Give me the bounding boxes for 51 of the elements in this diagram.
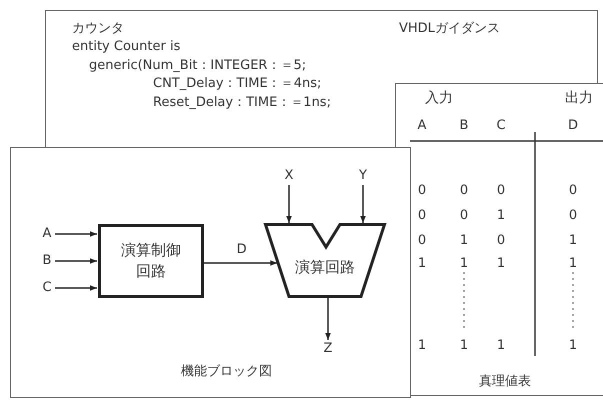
arrow [55, 285, 97, 291]
signal-label: Y [357, 168, 369, 184]
table-cell: 0 [460, 183, 468, 199]
arithmetic-circuit-block: 演算回路 [264, 223, 386, 298]
code-line: generic(Num_Bit：INTEGER：＝5; [89, 58, 306, 74]
arrow [55, 231, 97, 237]
table-cell: 0 [496, 233, 506, 249]
table-cell: 1 [496, 208, 506, 224]
column-header: A [418, 118, 426, 134]
table-cell: 1 [460, 256, 468, 272]
signal-label: X [283, 168, 295, 184]
table-cell: 0 [418, 208, 426, 224]
table-cell: 1 [418, 256, 426, 272]
arrow [286, 185, 292, 223]
table-cell: 1 [568, 233, 578, 249]
code-line: CNT_Delay：TIME：＝4ns; [153, 76, 322, 92]
caption-text: 真理値表 [479, 374, 531, 390]
table-cell: 1 [418, 338, 426, 354]
arrow [204, 260, 278, 266]
signal-label: A [41, 226, 53, 242]
code-line: Reset_Delay：TIME：＝1ns; [153, 95, 331, 111]
table-cell: 0 [568, 208, 578, 224]
table-cell: 0 [418, 183, 426, 199]
arrow [55, 258, 97, 264]
table-cell: 0 [418, 233, 426, 249]
column-header: D [568, 118, 578, 134]
table-header: 出力 [565, 90, 593, 106]
table-cell: 0 [496, 183, 506, 199]
signal-label: Z [322, 341, 334, 357]
code-line: entity Counter is [72, 39, 180, 55]
truth-table-sheet [395, 83, 603, 396]
table-cell: 1 [496, 338, 506, 354]
table-cell: 1 [568, 256, 578, 272]
arrow [325, 298, 331, 340]
table-cell: 0 [460, 208, 468, 224]
column-header: C [496, 118, 506, 134]
heading-text: カウンタ [72, 21, 124, 37]
signal-label: B [41, 253, 53, 269]
table-header: 入力 [425, 90, 453, 106]
caption-text: 機能ブロック図 [181, 364, 272, 380]
heading-text: VHDLガイダンス [399, 21, 500, 37]
table-cell: 1 [460, 338, 468, 354]
arrow [360, 185, 366, 223]
control-circuit-block: 演算制御回路 [98, 224, 204, 298]
table-cell: 1 [568, 338, 578, 354]
table-cell: 1 [496, 256, 506, 272]
block-diagram-sheet [10, 147, 411, 398]
table-cell: 0 [568, 183, 578, 199]
signal-label: C [41, 280, 53, 296]
column-header: B [460, 118, 468, 134]
table-cell: 1 [460, 233, 468, 249]
